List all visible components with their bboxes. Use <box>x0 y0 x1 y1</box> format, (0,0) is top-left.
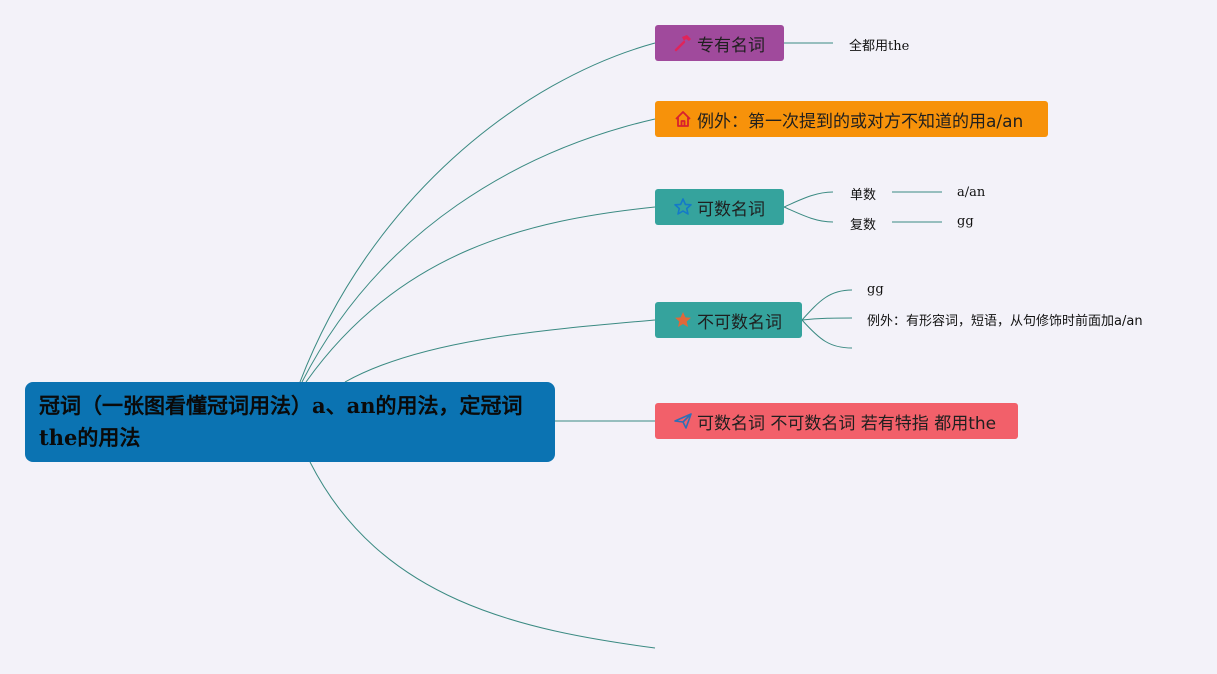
star-outline-icon <box>673 197 693 217</box>
link-countable-singular <box>783 191 834 208</box>
branch-uncountable-nouns[interactable]: 不可数名词 <box>655 302 802 338</box>
house-icon <box>673 109 693 129</box>
hammer-icon <box>673 33 693 53</box>
leaf-singular-value[interactable]: a/an <box>957 185 986 200</box>
link-root-uncountable <box>344 319 656 383</box>
branch-exception[interactable]: 例外：第一次提到的或对方不知道的用a/an <box>655 101 1048 137</box>
leaf-proper-all-the[interactable]: 全都用the <box>849 39 910 54</box>
branch-specific-the[interactable]: 可数名词 不可数名词 若有特指 都用the <box>655 403 1018 439</box>
branch-label: 专有名词 <box>697 35 765 56</box>
link-countable-plural <box>783 206 834 223</box>
branch-label: 可数名词 不可数名词 若有特指 都用the <box>697 413 997 434</box>
branch-label: 不可数名词 <box>697 312 782 333</box>
root-title: 冠词（一张图看懂冠词用法）a、an的用法，定冠词the的用法 <box>39 393 523 450</box>
leaf-singular[interactable]: 单数 <box>850 188 877 203</box>
link-uncountable-exception <box>801 317 853 321</box>
leaf-uncountable-exception[interactable]: 例外：有形容词，短语，从句修饰时前面加a/an <box>867 314 1143 329</box>
link-root-countable <box>305 206 656 383</box>
link-root-proper <box>299 42 656 383</box>
link-uncountable-empty <box>801 319 853 349</box>
branch-label: 例外：第一次提到的或对方不知道的用a/an <box>697 111 1024 132</box>
star-filled-icon <box>673 310 693 330</box>
leaf-plural-value[interactable]: gg <box>957 214 974 229</box>
branch-proper-nouns[interactable]: 专有名词 <box>655 25 784 61</box>
link-uncountable-gg <box>801 289 853 321</box>
leaf-plural[interactable]: 复数 <box>850 218 877 233</box>
root-node[interactable]: 冠词（一张图看懂冠词用法）a、an的用法，定冠词the的用法 <box>25 382 555 462</box>
leaf-uncountable-gg[interactable]: gg <box>867 282 884 296</box>
link-root-empty <box>309 461 656 649</box>
branch-label: 可数名词 <box>697 199 765 220</box>
link-root-exception <box>301 118 656 383</box>
paper-plane-icon <box>673 411 693 431</box>
branch-countable-nouns[interactable]: 可数名词 <box>655 189 784 225</box>
